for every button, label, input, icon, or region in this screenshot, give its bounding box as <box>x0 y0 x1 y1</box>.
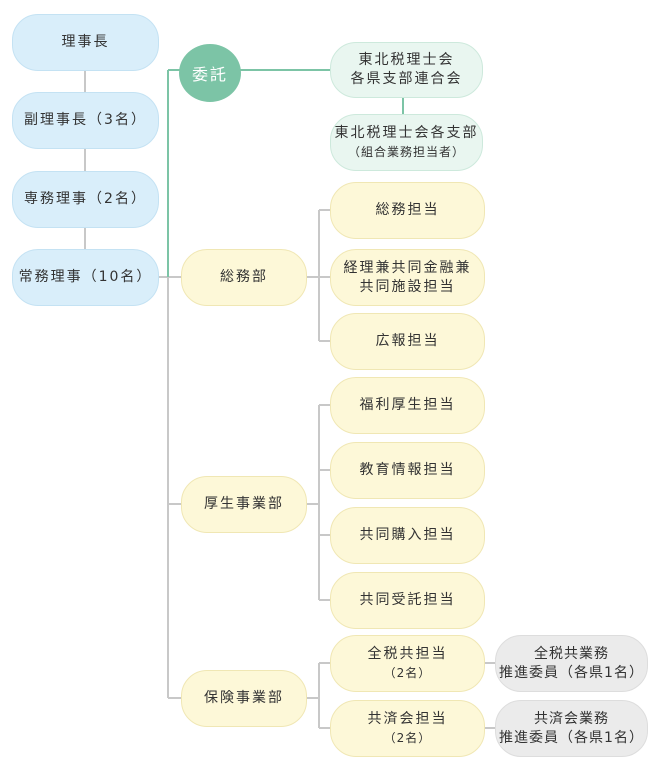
general-affairs-item: 総務担当 <box>330 182 485 239</box>
committee-line2: 推進委員（各県1名） <box>499 664 644 681</box>
welfare-label: 厚生事業部 <box>204 496 284 512</box>
general-affairs-dept: 総務部 <box>181 249 307 306</box>
vice-chairman-box: 副理事長（3名） <box>12 92 159 149</box>
committee-box: 全税共業務 推進委員（各県1名） <box>495 635 648 692</box>
item-line2: （2名） <box>383 665 432 680</box>
welfare-item: 福利厚生担当 <box>330 377 485 434</box>
entrust-label: 委託 <box>191 65 228 84</box>
item-line2: 共同施設担当 <box>359 278 456 295</box>
federation-line1: 東北税理士会 <box>358 52 455 68</box>
committee-line1: 共済会業務 <box>534 710 609 727</box>
chairman-label: 理事長 <box>61 34 110 50</box>
committee-line2: 推進委員（各県1名） <box>499 729 644 746</box>
general-affairs-item: 広報担当 <box>330 313 485 370</box>
item-label: 共同受託担当 <box>359 592 456 608</box>
welfare-item: 教育情報担当 <box>330 442 485 499</box>
welfare-dept: 厚生事業部 <box>181 476 307 533</box>
managing-director-label: 常務理事（10名） <box>18 269 153 285</box>
insurance-dept: 保険事業部 <box>181 670 307 727</box>
managing-director-box: 常務理事（10名） <box>12 249 159 306</box>
entrust-badge: 委託 <box>179 44 241 102</box>
welfare-item: 共同購入担当 <box>330 507 485 564</box>
item-label: 福利厚生担当 <box>359 397 456 413</box>
branch-line1: 東北税理士会各支部 <box>334 124 479 141</box>
welfare-item: 共同受託担当 <box>330 572 485 629</box>
item-line1: 広報担当 <box>375 333 440 349</box>
insurance-item: 共済会担当 （2名） <box>330 700 485 757</box>
general-affairs-item: 経理兼共同金融兼 共同施設担当 <box>330 249 485 306</box>
vice-chairman-label: 副理事長（3名） <box>24 112 147 128</box>
senior-director-box: 専務理事（2名） <box>12 171 159 228</box>
item-line1: 経理兼共同金融兼 <box>343 259 472 276</box>
chairman-box: 理事長 <box>12 14 159 71</box>
item-line1: 全税共担当 <box>367 645 448 662</box>
committee-box: 共済会業務 推進委員（各県1名） <box>495 700 648 757</box>
senior-director-label: 専務理事（2名） <box>24 191 147 207</box>
item-label: 共同購入担当 <box>359 527 456 543</box>
branch-line2: （組合業務担当者） <box>347 144 465 159</box>
item-line1: 総務担当 <box>375 202 440 218</box>
insurance-item: 全税共担当 （2名） <box>330 635 485 692</box>
federation-box: 東北税理士会 各県支部連合会 <box>330 42 483 98</box>
insurance-label: 保険事業部 <box>204 690 284 706</box>
item-line2: （2名） <box>383 730 432 745</box>
branch-box: 東北税理士会各支部 （組合業務担当者） <box>330 114 483 171</box>
federation-line2: 各県支部連合会 <box>350 71 463 87</box>
committee-line1: 全税共業務 <box>534 645 609 662</box>
item-label: 教育情報担当 <box>359 462 456 478</box>
item-line1: 共済会担当 <box>367 710 448 727</box>
general-affairs-label: 総務部 <box>220 269 268 285</box>
